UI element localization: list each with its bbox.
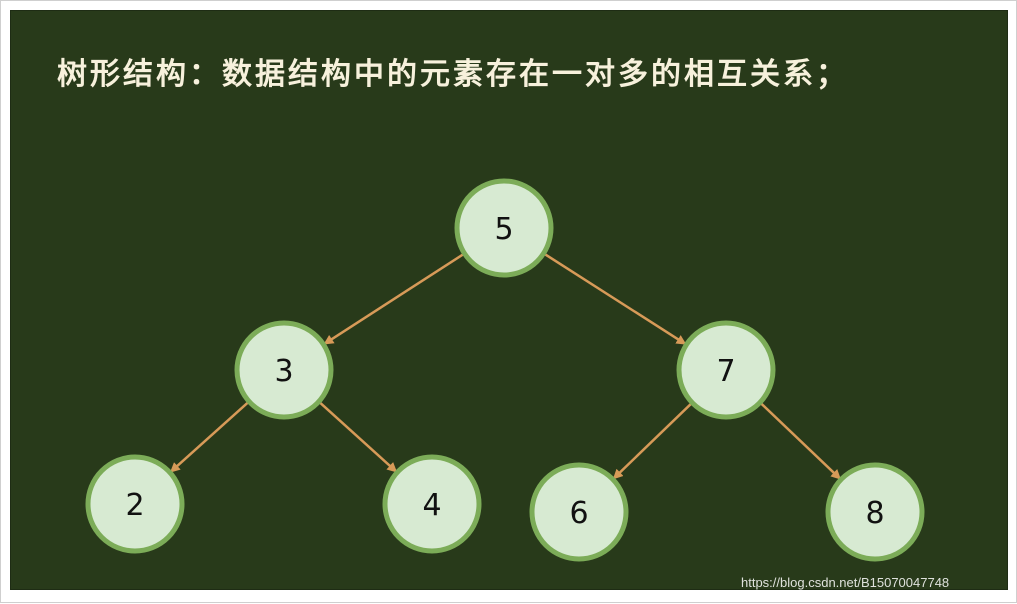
node-label: 5 [494, 212, 513, 247]
node-label: 4 [422, 488, 441, 523]
tree-node-5: 5 [454, 178, 554, 278]
node-circle [676, 320, 776, 420]
tree-node-6: 6 [529, 462, 629, 562]
tree-node-8: 8 [825, 462, 925, 562]
node-circle [825, 462, 925, 562]
node-label: 2 [125, 488, 144, 523]
edge-3-to-4 [319, 401, 398, 473]
node-label: 6 [569, 496, 588, 531]
tree-node-2: 2 [85, 454, 185, 554]
node-label: 8 [865, 496, 884, 531]
edge-5-to-3 [323, 253, 464, 345]
watermark-url: https://blog.csdn.net/B15070047748 [741, 575, 950, 590]
tree-node-7: 7 [676, 320, 776, 420]
nodes-layer: 5 3 7 2 4 6 8 [85, 178, 925, 562]
edge-7-to-8 [760, 402, 841, 480]
edge-3-to-2 [169, 401, 249, 473]
tree-node-4: 4 [382, 454, 482, 554]
node-circle [234, 320, 334, 420]
node-label: 3 [274, 354, 293, 389]
node-circle [85, 454, 185, 554]
node-circle [529, 462, 629, 562]
node-circle [382, 454, 482, 554]
edge-5-to-7 [544, 253, 687, 345]
node-circle [454, 178, 554, 278]
diagram-title: 树形结构：数据结构中的元素存在一对多的相互关系； [57, 57, 849, 92]
edge-7-to-6 [612, 403, 692, 480]
tree-node-3: 3 [234, 320, 334, 420]
node-label: 7 [716, 354, 735, 389]
edges-layer [169, 253, 841, 480]
